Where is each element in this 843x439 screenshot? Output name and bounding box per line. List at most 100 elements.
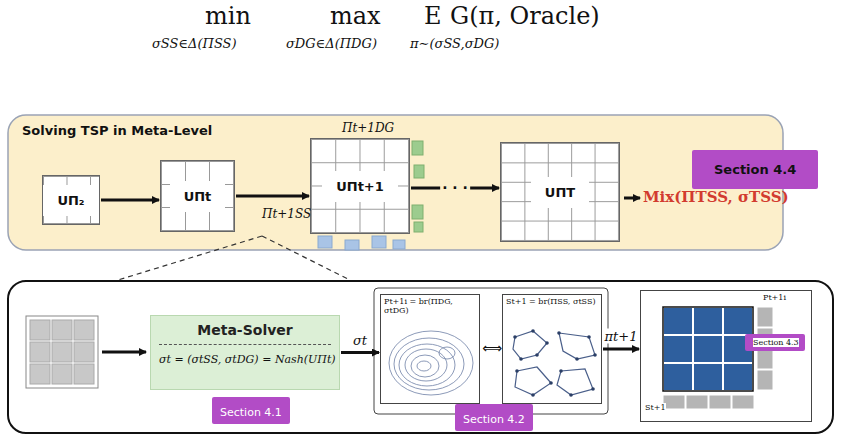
meta-box: Meta-Solver σt = (σtSS, σtDG) = Nash(UΠt) — [150, 315, 340, 390]
shape-rect — [372, 236, 386, 248]
node-text: St+1 — [645, 403, 666, 412]
shape-rect — [412, 205, 423, 219]
formula-label: Πt+1DG — [342, 121, 394, 135]
shape-rect — [345, 240, 359, 250]
shape-rect — [52, 364, 72, 384]
shape-rect — [412, 141, 423, 155]
shape-rect — [663, 307, 693, 335]
shape-ellipse — [405, 349, 447, 381]
node-text: UΠ₂ — [43, 185, 98, 216]
payoff-matrix: UΠT — [500, 142, 620, 242]
shape-rect — [52, 342, 72, 362]
shape-circle — [515, 369, 519, 373]
shape-rect — [663, 363, 693, 391]
shape-circle — [545, 341, 549, 345]
node-text: Solving TSP in Meta-Level — [8, 115, 824, 146]
shape-ellipse — [417, 361, 431, 371]
shape-rect — [757, 370, 773, 390]
shape-rect — [709, 395, 731, 409]
shape-ellipse — [439, 347, 455, 359]
payoff-matrix: UΠt+1 — [310, 138, 410, 234]
shape-rect — [393, 240, 405, 249]
shape-polygon — [515, 367, 551, 395]
panel-box: Solving TSP in Meta-LevelUΠ₂ UΠt UΠt+1 UΠT S… — [8, 115, 824, 250]
shape-g — [513, 329, 597, 397]
flow-arrow — [236, 195, 309, 198]
shape-circle — [569, 393, 573, 397]
iteration-panel — [8, 281, 833, 433]
shape-circle — [513, 335, 517, 339]
input-arrow — [102, 351, 146, 354]
shape-rect — [693, 307, 723, 335]
shape-circle — [519, 357, 523, 361]
extended-matrix — [641, 291, 809, 419]
payoff-matrix — [26, 316, 98, 388]
section-badge: Section 4.1 — [212, 397, 290, 424]
shape-ellipse — [389, 331, 473, 395]
badge-text: Section 4.2 — [463, 413, 525, 426]
formula-label: E — [424, 2, 442, 30]
shape-rect — [30, 320, 50, 340]
rmat-box: Pt+1iSt+1 Section 4.3 — [640, 290, 812, 422]
shape-rect — [693, 335, 723, 363]
shape-rect — [74, 364, 94, 384]
shape-rect — [757, 307, 773, 327]
shape-polygon — [557, 369, 593, 395]
flow-arrow — [341, 351, 379, 354]
formula-label: σSS∈Δ(ΠSS) — [152, 36, 237, 51]
section-badge: Section 4.2 — [455, 404, 533, 431]
node-text: UΠt+1 — [322, 171, 398, 202]
shape-rect — [74, 320, 94, 340]
shape-rect — [30, 342, 50, 362]
formula-label: π∼(σSS,σDG) — [410, 36, 499, 51]
shape-rect — [723, 307, 753, 335]
shape-ellipse — [394, 338, 464, 390]
contour-plot — [385, 325, 477, 399]
shape-rect — [30, 364, 50, 384]
shape-circle — [531, 329, 535, 333]
shape-circle — [559, 369, 563, 373]
node-text: Meta-Solver — [159, 322, 331, 345]
flow-arrow — [603, 348, 639, 351]
edge-label: σt — [351, 332, 369, 347]
shape-g — [663, 307, 753, 391]
shape-ellipse — [411, 355, 439, 377]
node-text: Pt+1i — [763, 293, 786, 302]
section-badge: Section 4.4 — [692, 150, 818, 189]
shape-circle — [587, 335, 591, 339]
zoom-line — [118, 236, 262, 280]
node-text: σt = (σtSS, σtDG) = Nash(UΠt) — [159, 353, 331, 366]
shape-rect — [663, 335, 693, 363]
node-text: UΠt — [170, 181, 226, 212]
shape-rect — [318, 236, 332, 248]
shape-ellipse — [399, 344, 455, 386]
badge-text: Section 4.3 — [753, 338, 799, 347]
tour-plot — [507, 325, 599, 399]
shape-g — [663, 307, 773, 409]
shape-rect — [732, 395, 754, 409]
formula-label: G(π, Oracle) — [450, 2, 600, 30]
best-response-box — [374, 288, 608, 414]
shape-rect — [52, 320, 72, 340]
shape-rect — [414, 165, 424, 178]
node-text: St+1 = br(ΠSS, σtSS) — [506, 297, 598, 306]
shape-circle — [535, 353, 539, 357]
shape-g — [513, 331, 595, 395]
zoom-line — [262, 236, 350, 280]
formula-label: ⟺ — [482, 340, 502, 356]
payoff-matrix: UΠt — [160, 160, 235, 232]
shape-polygon — [513, 331, 547, 359]
badge-text: Section 4.1 — [220, 406, 282, 419]
shape-rect — [686, 395, 708, 409]
matrix-cells — [30, 320, 94, 384]
small-box: Pt+1i = br(ΠDG, σtDG) — [380, 294, 480, 404]
shape-circle — [593, 353, 597, 357]
shape-rect — [757, 349, 773, 369]
shape-circle — [549, 381, 553, 385]
output-arrow — [624, 197, 640, 200]
flow-arrow — [101, 199, 159, 202]
small-box: St+1 = br(ΠSS, σtSS) — [502, 294, 602, 404]
node-text: UΠT — [531, 177, 589, 208]
shape-circle — [591, 387, 595, 391]
